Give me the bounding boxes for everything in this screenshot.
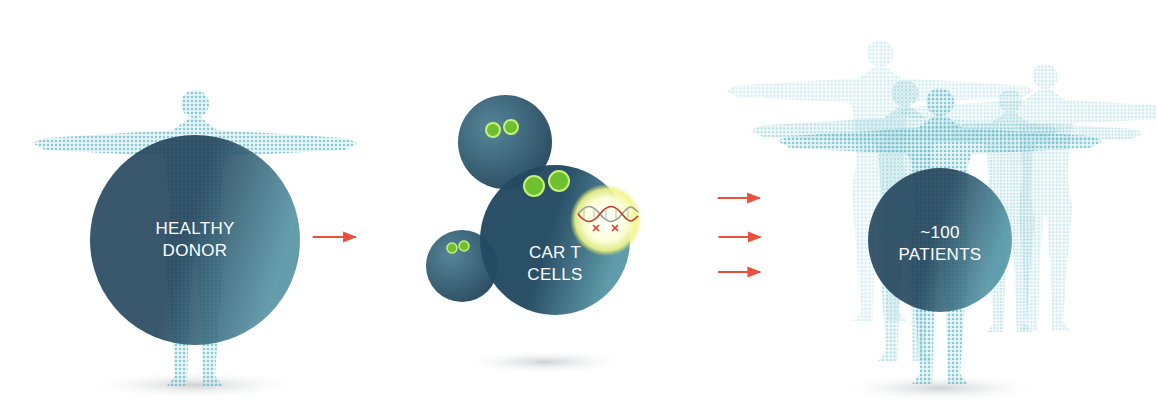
node-label: CAR T CELLS (520, 242, 590, 286)
circle-outline (480, 165, 630, 315)
edited-dna (570, 184, 642, 256)
human-figure (777, 88, 1103, 384)
shadow (835, 374, 1045, 402)
shadow (460, 350, 630, 374)
arrow-connector (718, 197, 760, 199)
human-figure (725, 40, 1035, 321)
human-figure (32, 90, 358, 386)
arrow-connector (313, 236, 356, 238)
shadow (85, 371, 305, 399)
circle-node: CAR T CELLS (480, 165, 630, 315)
node-label: ~100 PATIENTS (890, 222, 990, 266)
circle-node: HEALTHY DONOR (90, 135, 300, 345)
node-label: HEALTHY DONOR (135, 218, 255, 262)
human-figures (32, 40, 1157, 386)
human-figure (750, 80, 1060, 361)
arrow-connector (718, 236, 760, 238)
arrow-connector (718, 271, 760, 273)
circle-outline (90, 135, 300, 345)
green-granules (524, 171, 569, 196)
circle-node: ~100 PATIENTS (868, 168, 1012, 312)
